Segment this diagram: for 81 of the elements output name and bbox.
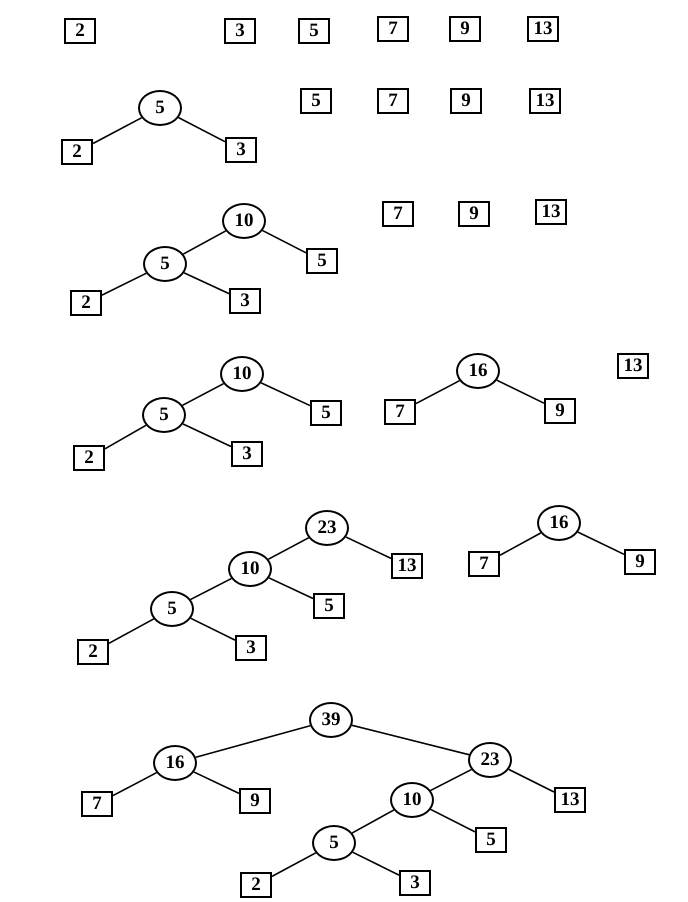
tree-edge	[190, 578, 232, 600]
tree-edge	[352, 724, 470, 756]
leaf-box: 2	[61, 139, 93, 165]
tree-edge	[508, 768, 554, 793]
weight-circle: 16	[153, 745, 197, 781]
leaf-box: 5	[306, 248, 338, 274]
leaf-box: 9	[449, 16, 481, 42]
leaf-box: 5	[298, 18, 330, 44]
tree-edge	[196, 724, 310, 758]
tree-edge	[430, 768, 472, 792]
leaf-box: 9	[544, 398, 576, 424]
leaf-box: 3	[235, 635, 267, 661]
leaf-box: 7	[468, 551, 500, 577]
weight-circle: 23	[305, 510, 349, 546]
leaf-box: 2	[64, 18, 96, 44]
tree-edge	[182, 383, 224, 406]
weight-circle: 10	[222, 203, 266, 239]
leaf-box: 5	[475, 827, 507, 853]
leaf-box: 13	[529, 88, 561, 114]
tree-edge	[184, 272, 230, 294]
tree-edge	[268, 537, 309, 560]
tree-edge	[272, 852, 316, 878]
weight-circle: 5	[143, 246, 187, 282]
tree-edge	[102, 272, 147, 296]
weight-circle: 10	[220, 356, 264, 392]
leaf-box: 5	[313, 593, 345, 619]
weight-circle: 10	[228, 551, 272, 587]
tree-edge	[182, 230, 226, 255]
tree-edge	[416, 380, 460, 404]
tree-edge	[268, 577, 314, 600]
weight-circle: 10	[390, 782, 434, 818]
leaf-box: 9	[458, 201, 490, 227]
leaf-box: 7	[81, 791, 113, 817]
weight-circle: 5	[142, 397, 186, 433]
tree-edge	[352, 852, 400, 876]
leaf-box: 2	[240, 872, 272, 898]
tree-edge	[178, 116, 226, 142]
leaf-box: 5	[300, 88, 332, 114]
leaf-box: 7	[377, 88, 409, 114]
leaf-box: 9	[239, 788, 271, 814]
tree-edge	[104, 424, 146, 450]
tree-edge	[578, 531, 624, 556]
tree-edge	[92, 117, 142, 144]
weight-circle: 5	[150, 591, 194, 627]
tree-edge	[182, 423, 232, 448]
tree-edge	[190, 618, 236, 641]
leaf-box: 13	[391, 553, 423, 579]
tree-edge	[352, 809, 394, 834]
tree-edge	[194, 771, 240, 794]
leaf-box: 13	[535, 199, 567, 225]
leaf-box: 3	[225, 137, 257, 163]
leaf-box: 13	[617, 353, 649, 379]
leaf-box: 7	[377, 16, 409, 42]
tree-edge	[262, 230, 306, 254]
leaf-box: 9	[624, 549, 656, 575]
leaf-box: 3	[229, 288, 261, 314]
tree-edge	[500, 532, 542, 556]
tree-edge	[108, 618, 154, 644]
leaf-box: 3	[231, 441, 263, 467]
leaf-box: 2	[70, 290, 102, 316]
leaf-box: 2	[73, 445, 105, 471]
tree-edge	[496, 380, 544, 404]
leaf-box: 7	[384, 399, 416, 425]
weight-circle: 23	[468, 742, 512, 778]
leaf-box: 9	[450, 88, 482, 114]
leaf-box: 2	[77, 639, 109, 665]
tree-edge	[112, 772, 157, 796]
weight-circle: 39	[309, 702, 353, 738]
weight-circle: 5	[312, 825, 356, 861]
tree-edge	[260, 382, 310, 406]
leaf-box: 7	[382, 201, 414, 227]
weight-circle: 16	[456, 353, 500, 389]
weight-circle: 5	[138, 90, 182, 126]
weight-circle: 16	[537, 505, 581, 541]
leaf-box: 13	[554, 787, 586, 813]
leaf-box: 3	[224, 18, 256, 44]
tree-edge	[430, 808, 476, 833]
leaf-box: 5	[310, 400, 342, 426]
leaf-box: 3	[399, 870, 431, 896]
leaf-box: 13	[527, 16, 559, 42]
tree-edge	[346, 536, 392, 560]
